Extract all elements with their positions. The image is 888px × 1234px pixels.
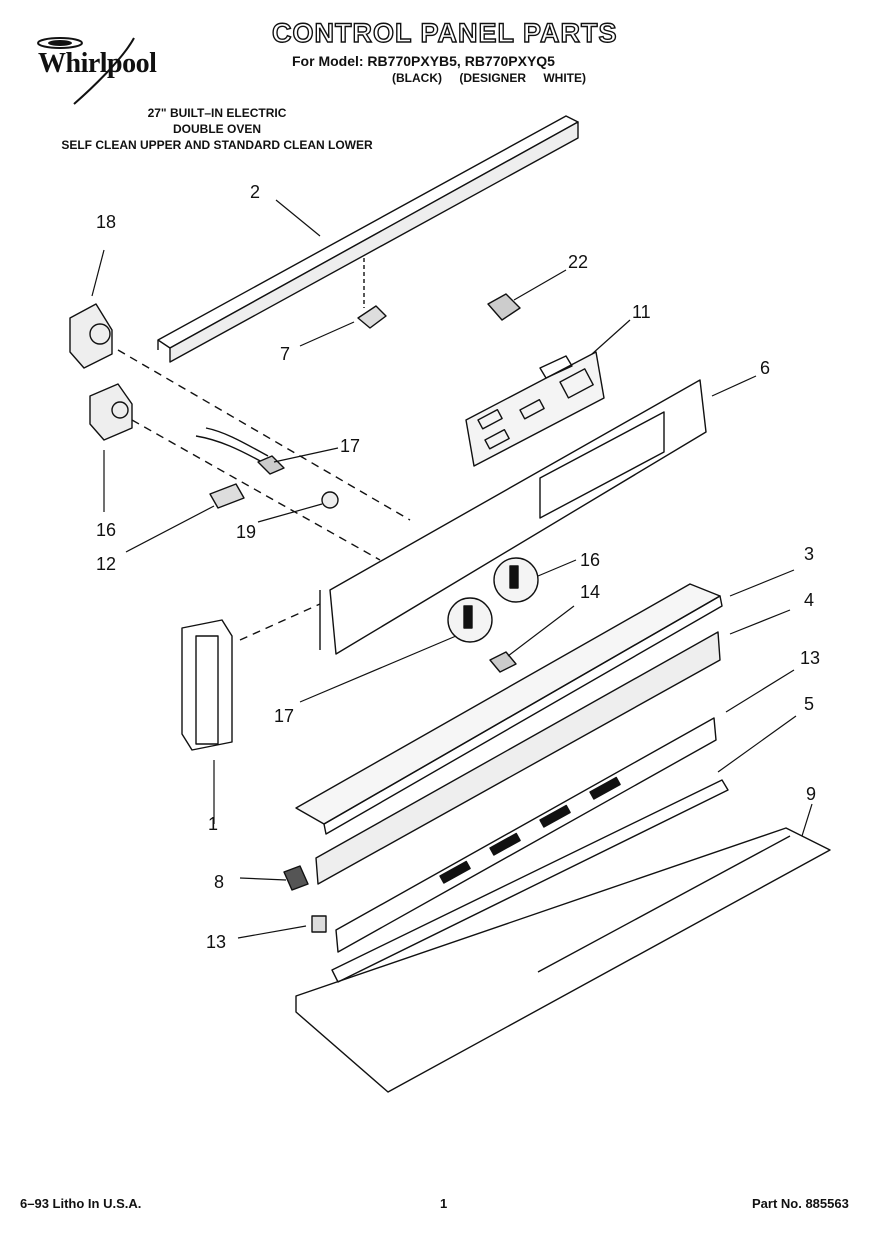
callout-arrows bbox=[91, 199, 813, 939]
part-19-switch bbox=[69, 303, 113, 369]
part-16-knob bbox=[493, 557, 539, 603]
callout-19: 18 bbox=[96, 212, 116, 232]
callout-1: 1 bbox=[208, 814, 218, 834]
description-line: DOUBLE OVEN bbox=[172, 122, 261, 136]
part-20-wire bbox=[195, 427, 285, 475]
assembly-guide-lines bbox=[117, 349, 411, 641]
part-14-connector bbox=[209, 483, 245, 509]
callout-22: 22 bbox=[568, 252, 588, 272]
callout-13: 13 bbox=[206, 932, 226, 952]
part-22-clip bbox=[487, 293, 521, 321]
product-description: 27" BUILT–IN ELECTRIC DOUBLE OVEN SELF C… bbox=[32, 105, 402, 153]
callout-17: 17 bbox=[274, 706, 294, 726]
part-6-rail bbox=[331, 779, 729, 983]
logo-swirl-icon bbox=[37, 37, 135, 105]
footer-part-number: Part No. 885563 bbox=[752, 1196, 849, 1211]
callout-4: 4 bbox=[804, 590, 814, 610]
whirlpool-logo: Whirlpool bbox=[30, 30, 190, 110]
callout-8: 7 bbox=[280, 344, 290, 364]
part-2-top-trim bbox=[157, 115, 579, 363]
callout-6: 5 bbox=[804, 694, 814, 714]
callout-21: 19 bbox=[236, 522, 256, 542]
callout-16: 16 bbox=[580, 550, 600, 570]
callout-7: 6 bbox=[760, 358, 770, 378]
callout-5: 8 bbox=[214, 872, 224, 892]
part-1-end-cap bbox=[181, 619, 233, 751]
variant-black: (BLACK) bbox=[392, 71, 442, 85]
model-variants: (BLACK) (DESIGNER WHITE) bbox=[392, 71, 586, 85]
part-4-trim-bar bbox=[315, 631, 721, 885]
callout-9: 9 bbox=[806, 784, 816, 804]
callout-14: 12 bbox=[96, 554, 116, 574]
callout-2: 2 bbox=[250, 182, 260, 202]
part-17-knob bbox=[447, 597, 493, 643]
part-15-insert bbox=[489, 651, 517, 673]
part-7-back-panel bbox=[319, 379, 707, 655]
description-line: SELF CLEAN UPPER AND STANDARD CLEAN LOWE… bbox=[61, 138, 373, 152]
page-title: CONTROL PANEL PARTS bbox=[271, 17, 618, 48]
part-3-front-trim bbox=[295, 583, 723, 835]
callout-11: 11 bbox=[632, 302, 651, 322]
footer-page-number: 1 bbox=[440, 1196, 448, 1211]
part-8-bracket bbox=[357, 258, 387, 329]
callout-20: 17 bbox=[340, 436, 360, 456]
callout-18: 16 bbox=[96, 520, 116, 540]
part-5-clip bbox=[283, 865, 309, 891]
part-21-lamp bbox=[321, 491, 339, 509]
part-13-bracket bbox=[311, 915, 327, 933]
description-line: 27" BUILT–IN ELECTRIC bbox=[147, 106, 287, 120]
brand-wordmark: Whirlpool bbox=[38, 48, 157, 79]
callout-labels: 2 18 7 22 11 6 17 16 19 12 16 3 14 4 13 … bbox=[96, 182, 820, 952]
footer-date: 6–93 Litho In U.S.A. bbox=[20, 1196, 142, 1211]
model-line: For Model: RB770PXYB5, RB770PXYQ5 bbox=[292, 53, 555, 69]
part-11-control-board bbox=[465, 351, 605, 467]
part-12-bracket bbox=[335, 717, 717, 953]
callout-15: 14 bbox=[580, 582, 600, 602]
part-18-switch bbox=[89, 383, 133, 441]
variant-white: (DESIGNER WHITE) bbox=[459, 71, 587, 85]
callout-3: 3 bbox=[804, 544, 814, 564]
callout-12: 13 bbox=[800, 648, 820, 668]
part-9-bottom-shelf bbox=[295, 827, 831, 1093]
